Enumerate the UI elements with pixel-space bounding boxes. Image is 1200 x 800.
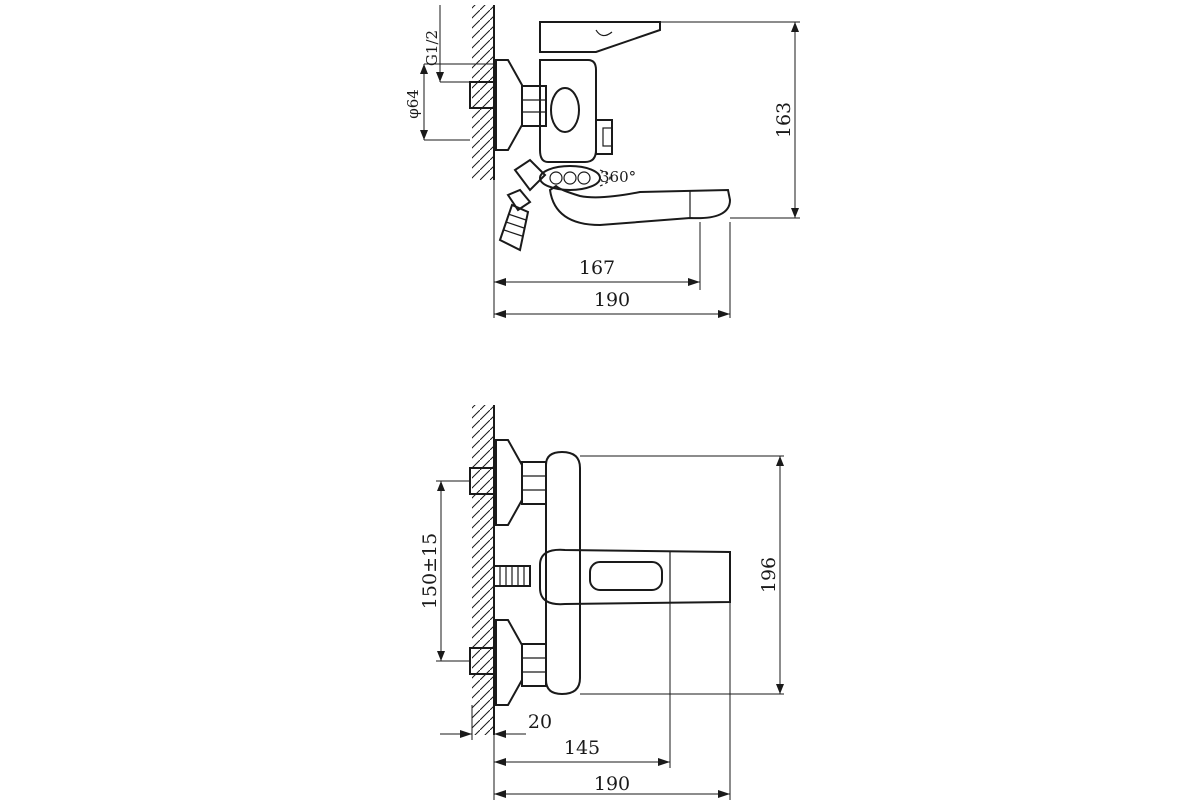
body-oval: [550, 87, 580, 133]
side-view: G1/2 φ64 163 360° 167 190: [404, 5, 800, 318]
wall-flange: [495, 59, 523, 151]
label-wall-offset: 20: [528, 711, 552, 733]
label-width: 196: [758, 557, 780, 593]
diverter-button: [595, 119, 613, 155]
label-thread: G1/2: [423, 30, 441, 66]
label-spout-length: 145: [564, 737, 600, 759]
mixer-body-top: [545, 450, 581, 696]
label-spout-reach: 167: [579, 257, 615, 279]
hose-connector: [513, 158, 547, 192]
label-total-length: 190: [594, 773, 630, 795]
lower-flange: [495, 619, 523, 706]
top-view: 150±15 196 20 145 190: [419, 405, 784, 800]
hex-nut: [521, 85, 547, 127]
spout: [548, 184, 732, 227]
hose: [498, 203, 530, 252]
upper-nut: [521, 461, 547, 505]
lower-nut: [521, 643, 547, 687]
label-rotation: 360°: [600, 168, 636, 186]
wall-hatch-bottom: [472, 405, 494, 735]
label-flange-diameter: φ64: [404, 89, 422, 119]
rotation-ring: [539, 165, 601, 191]
wall-hatch-top: [472, 5, 494, 180]
label-total-depth: 190: [594, 289, 630, 311]
label-height: 163: [773, 102, 795, 138]
spout-slot: [589, 561, 663, 591]
mixer-body: [539, 59, 597, 163]
label-center-distance: 150±15: [419, 533, 441, 609]
lever-handle: [539, 21, 661, 53]
upper-flange: [495, 439, 523, 526]
spout-top: [539, 548, 731, 606]
